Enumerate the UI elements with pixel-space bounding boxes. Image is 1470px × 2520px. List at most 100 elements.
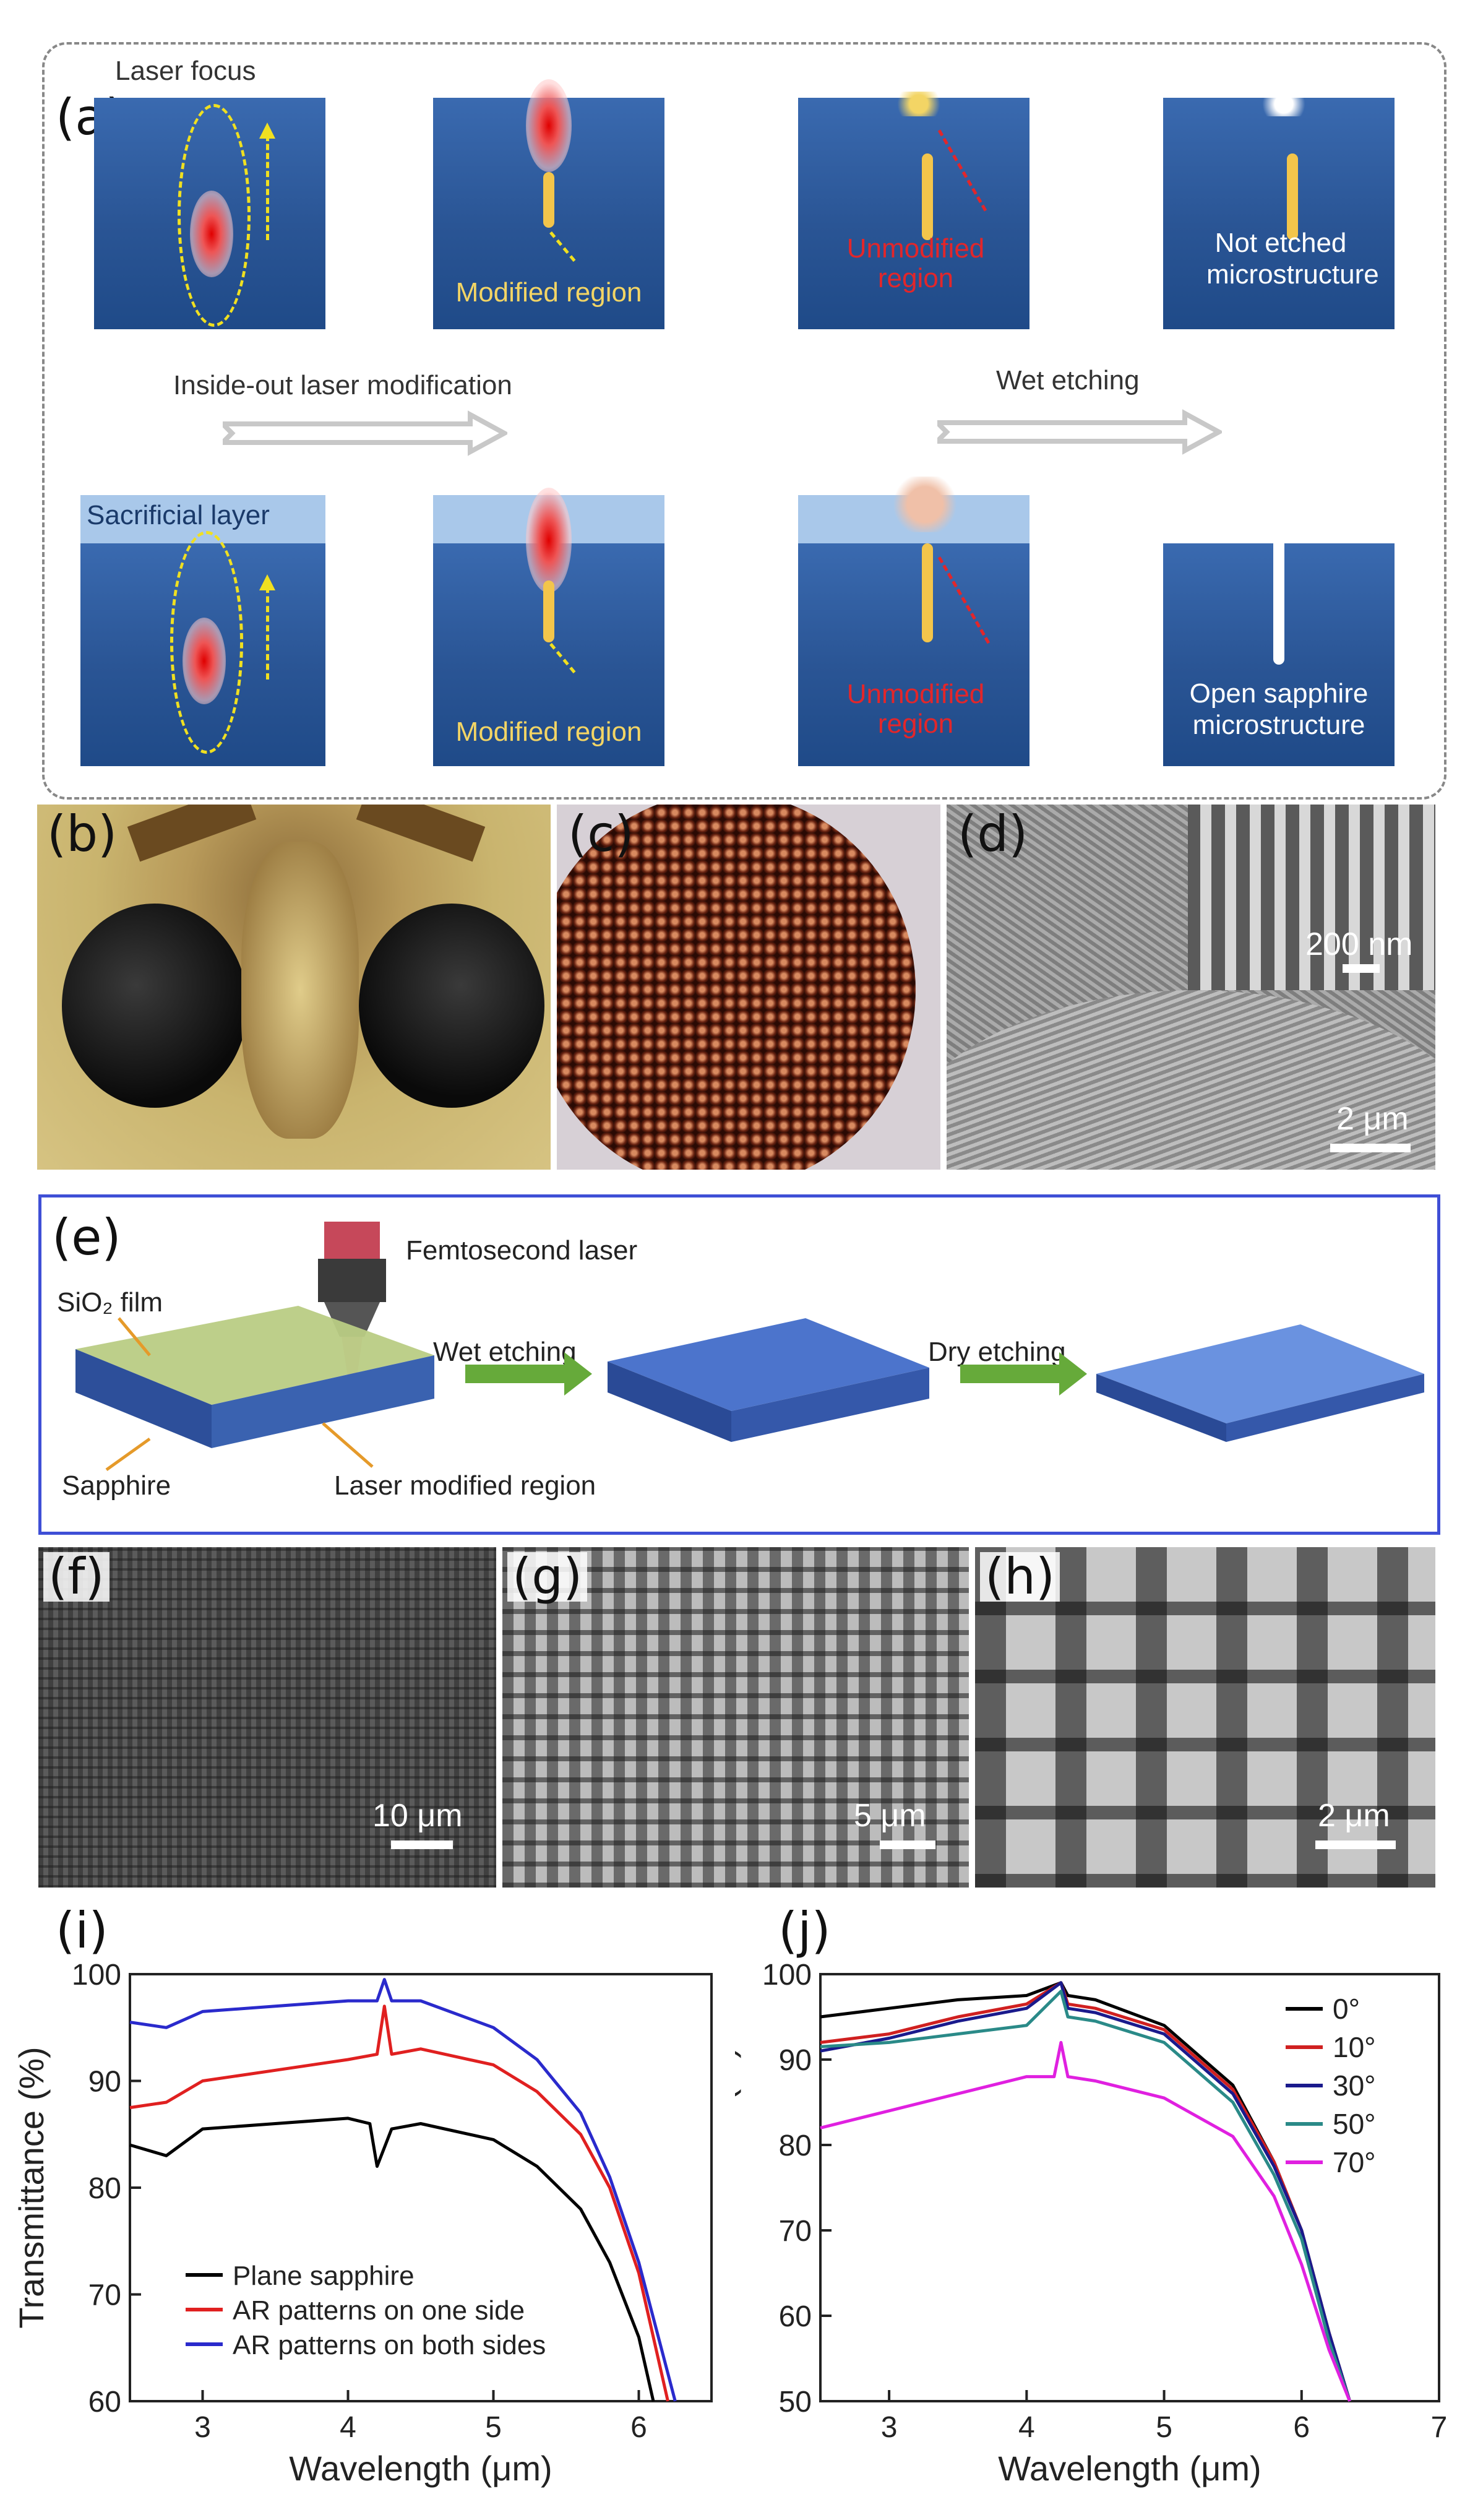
panel-i-label: (i)	[56, 1902, 108, 1959]
legend-entry: 70°	[1333, 2146, 1376, 2178]
etched-block-top	[608, 1318, 929, 1411]
series-line	[820, 2040, 1351, 2402]
x-tick-label: 4	[340, 2411, 356, 2444]
arrow-dry-etching-e	[960, 1352, 1087, 1396]
sacrificial-layer-label: Sacrificial layer	[87, 500, 270, 530]
block-b1	[80, 531, 325, 766]
scale-text-2um: 2 μm	[1336, 1101, 1409, 1137]
x-axis-label: Wavelength (μm)	[998, 2449, 1261, 2488]
x-tick-label: 6	[1293, 2411, 1310, 2444]
x-tick-label: 6	[630, 2411, 647, 2444]
panel-a	[42, 42, 1446, 800]
wet-etching-label-a: Wet etching	[996, 365, 1140, 395]
dome-array-top	[1096, 1324, 1424, 1423]
block-b3: Unmodified region	[798, 543, 1029, 766]
panel-h-label: (h)	[980, 1552, 1060, 1602]
femtosecond-laser-label: Femtosecond laser	[406, 1235, 638, 1266]
dry-etching-label: Dry etching	[928, 1337, 1066, 1367]
series-line	[129, 2117, 655, 2402]
sample-front	[75, 1349, 212, 1448]
y-axis-label: Transmittance (%)	[735, 2047, 741, 2328]
x-tick-label: 7	[1431, 2411, 1448, 2444]
legend-entry: AR patterns on both sides	[233, 2330, 546, 2360]
laser-focus-label: Laser focus	[115, 56, 256, 86]
series-line	[129, 1978, 677, 2402]
panel-c-label: (c)	[568, 805, 634, 863]
panel-f-image: 10 μm	[38, 1547, 496, 1888]
plot-frame	[819, 1973, 1440, 2402]
x-tick-label: 3	[881, 2411, 898, 2444]
open-channel	[1273, 541, 1284, 665]
sapphire-label: Sapphire	[62, 1470, 171, 1501]
up-arrow	[266, 135, 269, 240]
arrow-wet-etching-e	[465, 1352, 592, 1396]
unmodified-region-label-2: Unmodified region	[846, 679, 985, 740]
panel-c-image	[557, 805, 940, 1170]
block-a1	[94, 98, 325, 329]
panel-e	[38, 1194, 1440, 1535]
panel-d-image: 200 nm 2 μm	[947, 805, 1435, 1170]
scale-text-200nm: 200 nm	[1305, 926, 1413, 962]
debris	[891, 92, 947, 116]
y-tick-label: 80	[779, 2129, 812, 2162]
legend-entry: 0°	[1333, 1993, 1360, 2025]
block-a3: Unmodified region	[798, 92, 1029, 329]
modified-region-label: Modified region	[455, 277, 642, 308]
legend-entry: AR patterns on one side	[233, 2295, 525, 2326]
series-line	[129, 2004, 669, 2402]
moth-eye-left	[62, 904, 247, 1108]
y-tick-label: 100	[762, 1959, 812, 1991]
series-line	[820, 1981, 1351, 2402]
scale-bar-2um	[1330, 1144, 1411, 1152]
wet-etching-label-e: Wet etching	[433, 1337, 577, 1367]
y-axis-label: Transmittance (%)	[12, 2047, 51, 2328]
inside-out-label: Inside-out laser modification	[173, 370, 512, 400]
moth-eye-right	[359, 904, 544, 1108]
objective-cap	[324, 1222, 380, 1259]
scale-bar-10um	[391, 1840, 453, 1849]
objective-body	[318, 1259, 386, 1302]
block-b2: Modified region	[433, 488, 664, 766]
panel-d-label: (d)	[958, 805, 1028, 863]
unmodified-region-label: Unmodified region	[846, 233, 985, 294]
panel-g-label: (g)	[507, 1552, 588, 1602]
sacrificial-debris	[891, 477, 959, 532]
sio2-film-label: SiO₂ film	[57, 1287, 163, 1318]
y-tick-label: 60	[779, 2300, 812, 2333]
focus-ellipse	[178, 104, 251, 327]
y-tick-label: 70	[779, 2215, 812, 2248]
legend-entry: 30°	[1333, 2069, 1376, 2102]
y-tick-label: 80	[88, 2172, 121, 2205]
legend-entry: 10°	[1333, 2031, 1376, 2063]
open-sapphire-label: Open sapphire microstructure	[1189, 678, 1369, 740]
x-axis-label: Wavelength (μm)	[289, 2449, 552, 2488]
scale-bar-200nm	[1343, 964, 1380, 973]
panel-f-label: (f)	[43, 1552, 110, 1602]
inset-sem	[1188, 805, 1435, 990]
panel-b-image	[37, 805, 551, 1170]
panel-e-illustration	[75, 1222, 1424, 1472]
scale-text-2um-h: 2 μm	[1318, 1798, 1390, 1834]
not-etched-label: Not etched microstructure	[1206, 228, 1379, 290]
x-tick-label: 5	[485, 2411, 502, 2444]
panel-e-label: (e)	[52, 1209, 121, 1266]
block-a4: Not etched microstructure	[1163, 92, 1395, 329]
y-tick-label: 60	[88, 2386, 121, 2419]
arrow-wet-etching	[937, 409, 1222, 455]
panel-b-label: (b)	[47, 805, 118, 863]
legend-entry: Plane sapphire	[233, 2261, 415, 2291]
scale-bar-2um-h	[1315, 1840, 1396, 1849]
legend-entry: 50°	[1333, 2108, 1376, 2140]
arrow-inside-out	[223, 410, 507, 456]
scale-text-10um: 10 μm	[372, 1798, 463, 1834]
x-tick-label: 3	[194, 2411, 211, 2444]
sample-side	[212, 1355, 434, 1448]
y-tick-label: 90	[779, 2044, 812, 2077]
panel-j-label: (j)	[778, 1902, 831, 1959]
modified-rod	[543, 172, 554, 228]
y-tick-label: 90	[88, 2066, 121, 2099]
scale-text-5um: 5 μm	[854, 1798, 926, 1834]
laser-modified-label: Laser modified region	[334, 1470, 596, 1501]
